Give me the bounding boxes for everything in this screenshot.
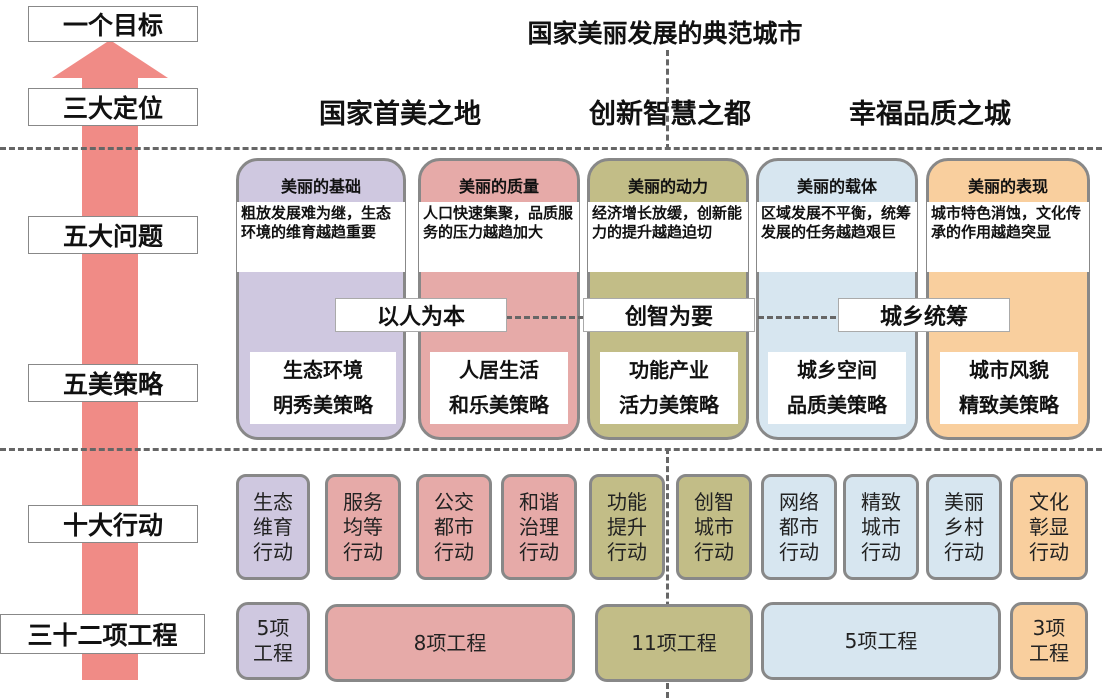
action-4: 和谐治理行动 xyxy=(501,474,577,580)
strategy-3-line2: 活力美策略 xyxy=(619,393,719,417)
strategy-3: 功能产业 活力美策略 xyxy=(600,352,738,424)
issue-1: 粗放发展难为继，生态环境的维育越趋重要 xyxy=(237,202,405,272)
project-group-5: 3项工程 xyxy=(1010,602,1088,680)
strategy-5: 城市风貌 精致美策略 xyxy=(940,352,1078,424)
action-5: 功能提升行动 xyxy=(589,474,665,580)
position-3: 幸福品质之城 xyxy=(849,99,1011,130)
separator-bottom xyxy=(0,448,1102,451)
project-group-3: 11项工程 xyxy=(595,604,753,682)
action-2: 服务均等行动 xyxy=(325,474,401,580)
issue-3: 经济增长放缓，创新能力的提升越趋迫切 xyxy=(588,202,748,272)
level-projects: 三十二项工程 xyxy=(0,614,205,654)
goal-title: 国家美丽发展的典范城市 xyxy=(527,19,803,48)
separator-center-lower xyxy=(666,448,669,698)
issue-4: 区域发展不平衡，统筹发展的任务越趋艰巨 xyxy=(757,202,917,272)
separator-center-upper xyxy=(666,50,669,150)
action-7: 网络都市行动 xyxy=(761,474,837,580)
strategy-4-line1: 城乡空间 xyxy=(797,358,877,382)
tie-urban-rural: 城乡统筹 xyxy=(838,298,1010,332)
column-header-2: 美丽的质量 xyxy=(458,177,539,196)
column-header-3: 美丽的动力 xyxy=(627,177,708,196)
column-header-4: 美丽的载体 xyxy=(796,177,877,196)
progress-arrow xyxy=(50,40,170,680)
action-1: 生态维育行动 xyxy=(236,474,310,580)
strategy-1-line1: 生态环境 xyxy=(283,358,363,382)
project-group-2: 8项工程 xyxy=(325,604,575,682)
level-goal: 一个目标 xyxy=(28,6,198,42)
action-10: 文化彰显行动 xyxy=(1010,474,1088,580)
strategy-2-line1: 人居生活 xyxy=(459,358,539,382)
separator-top xyxy=(0,147,1102,150)
strategy-3-line1: 功能产业 xyxy=(629,358,709,382)
position-2: 创新智慧之都 xyxy=(589,99,751,130)
level-problems: 五大问题 xyxy=(28,216,198,254)
column-header-1: 美丽的基础 xyxy=(280,177,361,196)
action-9: 美丽乡村行动 xyxy=(926,474,1002,580)
strategy-4-line2: 品质美策略 xyxy=(787,393,887,417)
position-1: 国家首美之地 xyxy=(319,99,481,130)
tie-innovation: 创智为要 xyxy=(583,298,755,332)
issue-5: 城市特色消蚀，文化传承的作用越趋突显 xyxy=(927,202,1089,272)
level-actions: 十大行动 xyxy=(28,505,198,543)
action-3: 公交都市行动 xyxy=(416,474,492,580)
level-strategies: 五美策略 xyxy=(28,364,198,402)
strategy-2: 人居生活 和乐美策略 xyxy=(430,352,568,424)
issue-2: 人口快速集聚，品质服务的压力越趋加大 xyxy=(419,202,579,272)
strategy-4: 城乡空间 品质美策略 xyxy=(768,352,906,424)
action-8: 精致城市行动 xyxy=(843,474,919,580)
strategy-2-line2: 和乐美策略 xyxy=(449,393,549,417)
action-6: 创智城市行动 xyxy=(676,474,752,580)
project-group-4: 5项工程 xyxy=(761,602,1001,680)
column-header-5: 美丽的表现 xyxy=(967,177,1048,196)
strategy-5-line2: 精致美策略 xyxy=(959,393,1059,417)
tie-people-oriented: 以人为本 xyxy=(335,298,507,332)
strategy-5-line1: 城市风貌 xyxy=(969,358,1049,382)
project-group-1: 5项工程 xyxy=(236,602,310,680)
strategy-1: 生态环境 明秀美策略 xyxy=(250,352,396,424)
level-positioning: 三大定位 xyxy=(28,88,198,126)
strategy-1-line2: 明秀美策略 xyxy=(273,393,373,417)
